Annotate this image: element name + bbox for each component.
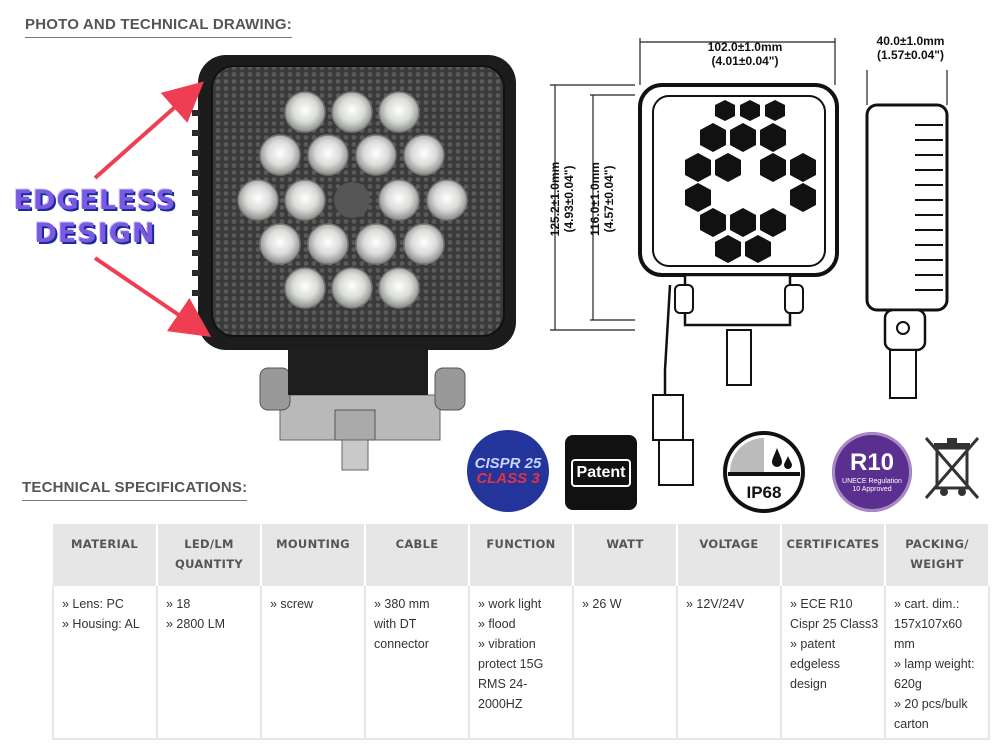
table-cell: » 380 mm with DT connector: [365, 586, 470, 740]
column-header: MATERIAL: [53, 524, 158, 586]
column-header: LED/LM QUANTITY: [157, 524, 262, 586]
table-cell-line: » Housing: AL: [62, 617, 140, 631]
column-header: CABLE: [365, 524, 470, 586]
column-header-line: FUNCTION: [486, 537, 556, 551]
table-cell-line: mm: [894, 637, 915, 651]
product-photo: [192, 55, 516, 471]
cispr-line1: CISPR 25: [474, 455, 542, 472]
table-cell: » 26 W: [573, 586, 678, 740]
weee-badge: [922, 432, 982, 504]
table-cell-line: with DT: [374, 617, 417, 631]
column-header: CERTIFICATES: [781, 524, 886, 586]
width-dimension: 102.0±1.0mm (4.01±0.04"): [695, 40, 795, 68]
ip68-icon: IP68: [723, 431, 805, 513]
table-cell-line: » 20 pcs/bulk: [894, 697, 968, 711]
edgeless-text-line1: EDGELESS: [13, 185, 177, 216]
column-header-line: WATT: [606, 537, 644, 551]
column-header-line: QUANTITY: [175, 557, 243, 571]
table-cell-line: » lamp weight:: [894, 657, 975, 671]
specs-section-heading: TECHNICAL SPECIFICATIONS:: [22, 479, 248, 501]
patent-label: Patent: [570, 458, 632, 487]
column-header: FUNCTION: [469, 524, 574, 586]
callout-arrows: [93, 81, 212, 337]
height-dimension: 125.2±1.0mm (4.93±0.04"): [548, 134, 576, 264]
table-cell-line: carton: [894, 717, 929, 731]
column-header: VOLTAGE: [677, 524, 782, 586]
inner-mm: 116.0±1.0mm: [588, 162, 602, 236]
table-cell-line: connector: [374, 637, 429, 651]
table-cell-line: » patent: [790, 637, 836, 651]
table-cell: » 12V/24V: [677, 586, 782, 740]
column-header: PACKING/WEIGHT: [885, 524, 990, 586]
table-cell-line: » cart. dim.:: [894, 597, 960, 611]
cispr-badge: CISPR 25 CLASS 3: [467, 430, 549, 512]
edgeless-text-line2: DESIGN: [34, 218, 156, 249]
table-cell-line: » 380 mm: [374, 597, 430, 611]
table-cell: » Lens: PC » Housing: AL: [52, 586, 158, 740]
column-header: MOUNTING: [261, 524, 366, 586]
table-cell: » cart. dim.: 157x107x60 mm » lamp weight: 6…: [885, 586, 990, 740]
column-header: WATT: [573, 524, 678, 586]
depth-dimension: 40.0±1.0mm (1.57±0.04"): [863, 34, 958, 62]
column-header-line: CERTIFICATES: [786, 537, 880, 551]
table-cell-line: Cispr 25 Class3: [790, 617, 879, 631]
width-in: (4.01±0.04"): [711, 54, 779, 68]
r10-label: R10: [849, 448, 895, 476]
cispr-line2: CLASS 3: [476, 470, 540, 487]
spec-table: MATERIAL LED/LM QUANTITY MOUNTING CABLE FUNCT…: [52, 524, 990, 740]
column-header-line: MATERIAL: [71, 537, 138, 551]
table-row: » Lens: PC » Housing: AL » 18 » 2800 LM » sc…: [52, 586, 990, 740]
table-cell-line: » 18: [166, 597, 191, 611]
table-cell-line: » work light: [478, 597, 542, 611]
table-cell-line: 620g: [894, 677, 922, 691]
ip68-label: IP68: [747, 483, 782, 502]
drawing-lines: [550, 38, 949, 486]
column-header-line: LED/LM: [184, 537, 234, 551]
edgeless-design-callout: EDGELESS DESIGN: [0, 80, 215, 340]
inner-in: (4.57±0.04"): [602, 165, 616, 233]
column-header-line: PACKING/: [905, 537, 969, 551]
r10-sub1: UNECE Regulation: [842, 477, 902, 485]
crossed-bin-icon: [924, 437, 980, 499]
column-header-line: MOUNTING: [276, 537, 350, 551]
table-cell-line: » 26 W: [582, 597, 622, 611]
r10-sub2: 10 Approved: [852, 485, 892, 493]
r10-badge: R10 UNECE Regulation 10 Approved: [832, 432, 912, 512]
inner-height-dimension: 116.0±1.0mm (4.57±0.04"): [588, 134, 616, 264]
column-header-line: CABLE: [395, 537, 439, 551]
table-cell-line: » 12V/24V: [686, 597, 745, 611]
table-cell-line: protect 15G: [478, 657, 544, 671]
depth-mm: 40.0±1.0mm: [876, 34, 945, 48]
table-cell-line: edgeless design: [790, 657, 841, 691]
column-header-line: VOLTAGE: [699, 537, 759, 551]
table-cell-line: » vibration: [478, 637, 536, 651]
height-in: (4.93±0.04"): [562, 165, 576, 233]
table-cell-line: » ECE R10: [790, 597, 853, 611]
table-cell-line: RMS 24-2000HZ: [478, 677, 528, 711]
table-cell: » 18 » 2800 LM: [157, 586, 262, 740]
table-cell-line: » Lens: PC: [62, 597, 124, 611]
photo-section-heading: PHOTO AND TECHNICAL DRAWING:: [25, 16, 292, 38]
technical-drawing: 102.0±1.0mm (4.01±0.04") 40.0±1.0mm (1.5…: [535, 30, 995, 500]
width-mm: 102.0±1.0mm: [707, 40, 783, 54]
table-cell: » work light » flood » vibration protect 15…: [469, 586, 574, 740]
table-cell-line: » screw: [270, 597, 314, 611]
column-header-line: WEIGHT: [910, 557, 964, 571]
table-cell-line: » 2800 LM: [166, 617, 226, 631]
ip68-badge: IP68: [722, 430, 806, 514]
table-header-row: MATERIAL LED/LM QUANTITY MOUNTING CABLE FUNCT…: [53, 524, 990, 586]
table-cell-line: 157x107x60: [894, 617, 963, 631]
height-mm: 125.2±1.0mm: [548, 161, 562, 237]
patent-badge: Patent: [565, 435, 637, 510]
table-cell-line: » flood: [478, 617, 516, 631]
depth-in: (1.57±0.04"): [877, 48, 944, 62]
table-cell: » screw: [261, 586, 366, 740]
